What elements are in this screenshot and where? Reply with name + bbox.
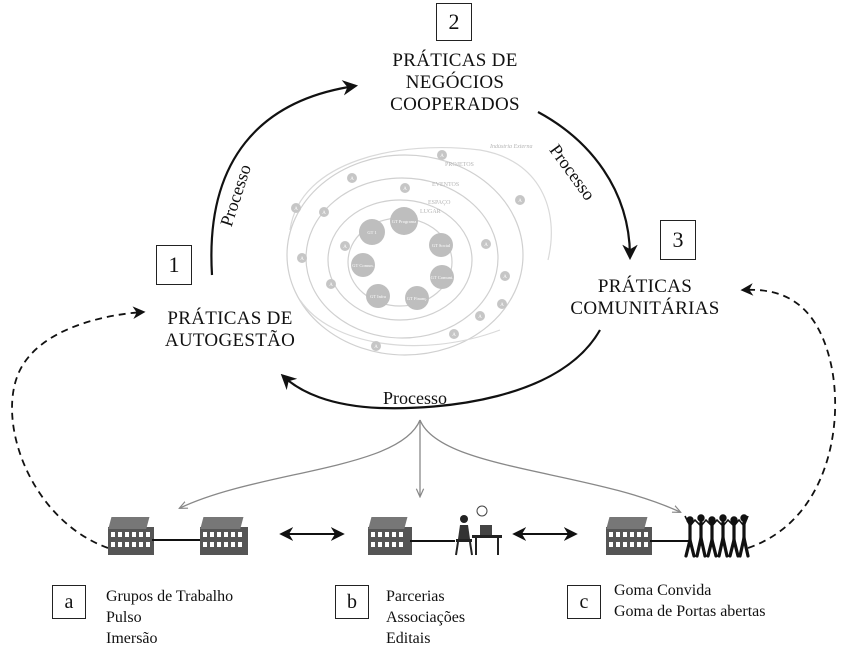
group-a-item: Pulso [106, 609, 142, 626]
group-b-item: Associações [386, 609, 466, 626]
building-community-icon [606, 514, 750, 558]
gt-bubble-label: GT Finanç. [407, 296, 427, 301]
svg-text:A: A [329, 283, 333, 288]
gt-bubble-label: GT Social [432, 243, 451, 248]
svg-text:A: A [350, 177, 354, 182]
group-b-item: Editais [386, 630, 431, 647]
node-2-title: PRÁTICAS DE NEGÓCIOS COOPERADOS [355, 50, 555, 116]
gt-bubble [430, 265, 454, 289]
node-2-title-line: PRÁTICAS DE [392, 50, 518, 71]
two-buildings-icon [108, 517, 248, 555]
group-b-item: Parcerias [386, 588, 445, 605]
group-c-letter: c [579, 590, 589, 613]
node-1-title: PRÁTICAS DE AUTOGESTÃO [130, 308, 330, 352]
arrow-2-to-3 [537, 111, 638, 261]
gt-bubble [429, 233, 453, 257]
svg-text:A: A [484, 243, 488, 248]
gt-bubble [366, 284, 390, 308]
node-3-title: PRÁTICAS COMUNITÁRIAS [545, 276, 745, 320]
svg-text:A: A [322, 211, 326, 216]
svg-text:A: A [452, 333, 456, 338]
svg-text:A: A [294, 207, 298, 212]
spiral-ring-outer [286, 154, 524, 356]
gt-bubble-label: GT 1 [367, 230, 376, 235]
group-a-items: Grupos de Trabalho Pulso Imersão [106, 586, 233, 649]
ring-label-lugar: LUGAR [420, 209, 441, 215]
group-c-items: Goma Convida Goma de Portas abertas [614, 580, 766, 622]
dashed-arrow-c-to-3 [740, 283, 836, 549]
group-c-letter-box: c [567, 585, 601, 619]
spiral-ring-2 [305, 177, 499, 339]
gt-bubbles [351, 207, 454, 310]
node-1-number: 1 [168, 252, 180, 277]
group-a-letter-box: a [52, 585, 86, 619]
group-c-item: Goma de Portas abertas [614, 603, 766, 620]
a-markers: A A A A A A A A A A A A A A A [291, 150, 525, 351]
center-spiral-graphic: PROJETOS EVENTOS ESPAÇO LUGAR Indústria … [286, 144, 552, 356]
ring-label-projetos: PROJETOS [445, 162, 474, 168]
building-worker-icon [368, 505, 502, 556]
gt-bubble [359, 219, 385, 245]
svg-text:A: A [478, 315, 482, 320]
spiral-outer-arc-2 [299, 299, 501, 347]
gt-bubble [405, 286, 429, 310]
node-2-number: 2 [448, 9, 460, 34]
group-c-item: Goma Convida [614, 582, 712, 599]
node-1-title-line: AUTOGESTÃO [164, 330, 296, 351]
svg-text:A: A [343, 245, 347, 250]
ring-label-espaco: ESPAÇO [428, 200, 451, 206]
node-3-number-box: 3 [660, 220, 696, 260]
dashed-arrow-a-to-1 [11, 306, 146, 549]
node-1-number-box: 1 [156, 245, 192, 285]
svg-text:A: A [374, 345, 378, 350]
svg-text:A: A [300, 257, 304, 262]
group-a-item: Grupos de Trabalho [106, 588, 234, 605]
process-label-bottom: Processo [383, 388, 447, 408]
node-1-title-line: PRÁTICAS DE [167, 308, 293, 329]
gt-bubble-label: GT Programa [392, 219, 417, 224]
svg-text:A: A [500, 303, 504, 308]
gt-bubble [351, 253, 375, 277]
svg-text:A: A [518, 199, 522, 204]
arrow-3-to-1 [280, 329, 601, 410]
ring-label-eventos: EVENTOS [432, 182, 459, 188]
distribution-arrows [180, 419, 680, 512]
gt-bubble-label: GT Comun. [352, 263, 373, 268]
gt-bubble [390, 207, 418, 235]
node-2-title-line: COOPERADOS [390, 94, 520, 115]
group-b-letter-box: b [335, 585, 369, 619]
gt-bubble-label: GT Infra [370, 294, 386, 299]
group-b-letter: b [347, 590, 357, 613]
node-3-title-line: COMUNITÁRIAS [570, 298, 720, 319]
node-2-title-line: NEGÓCIOS [405, 72, 505, 93]
outer-label: Indústria Externa [489, 144, 533, 150]
spiral-outer-arc [289, 147, 552, 261]
group-a-item: Imersão [106, 630, 158, 647]
node-3-number: 3 [672, 227, 684, 252]
svg-text:A: A [503, 275, 507, 280]
svg-text:A: A [440, 154, 444, 159]
svg-text:A: A [403, 187, 407, 192]
spiral-ring-3 [327, 199, 473, 321]
gt-bubble-label: GT Comuni. [431, 275, 454, 280]
group-a-letter: a [64, 590, 74, 613]
arrow-1-to-2 [210, 80, 359, 276]
node-2-number-box: 2 [436, 3, 472, 41]
group-b-items: Parcerias Associações Editais [386, 586, 465, 649]
node-3-title-line: PRÁTICAS [597, 276, 693, 297]
